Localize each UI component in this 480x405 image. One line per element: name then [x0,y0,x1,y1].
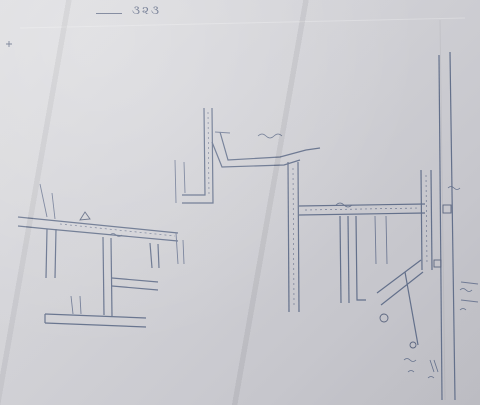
landmark-square-1 [442,204,452,214]
header-note-text: ૩૨૩ [132,3,162,17]
route-arrows-west [59,223,176,237]
road-west-bottom [44,295,147,328]
road-center-l [174,107,214,204]
road-east-spurs [339,215,388,304]
route-arrows-center-l [207,111,210,196]
landmark-square-2 [433,259,442,268]
route-arrows-center-v [292,167,295,306]
scribble-4 [447,186,461,190]
road-west-spur-1 [45,228,57,279]
landmark-triangle [79,211,91,221]
route-arrows-east [304,207,421,211]
road-center-upper [211,131,321,168]
scribble-6 [427,359,439,379]
road-west-short [149,232,185,269]
highway-east-edge [438,51,479,401]
corner-mark [6,41,12,47]
scribble-labels [109,133,473,379]
crease-right [439,19,446,401]
scribble-5 [403,358,417,373]
road-west-spur-2 [102,236,159,317]
road-center-vertical [287,161,300,313]
scribble-3 [335,202,353,208]
road-far-east [376,169,433,346]
road-east-horizontal [298,203,426,216]
scribble-2 [109,233,123,237]
landmark-circle-2 [409,341,417,349]
crease-top [19,17,466,29]
header-scribble: ૩૨૩ [96,4,161,16]
road-west-main [17,183,179,242]
landmark-circle-1 [379,313,389,323]
scribble-7 [459,288,473,311]
scribble-1 [257,133,283,139]
route-arrows-far-east [425,174,428,266]
header-scribble-dash [96,7,122,14]
